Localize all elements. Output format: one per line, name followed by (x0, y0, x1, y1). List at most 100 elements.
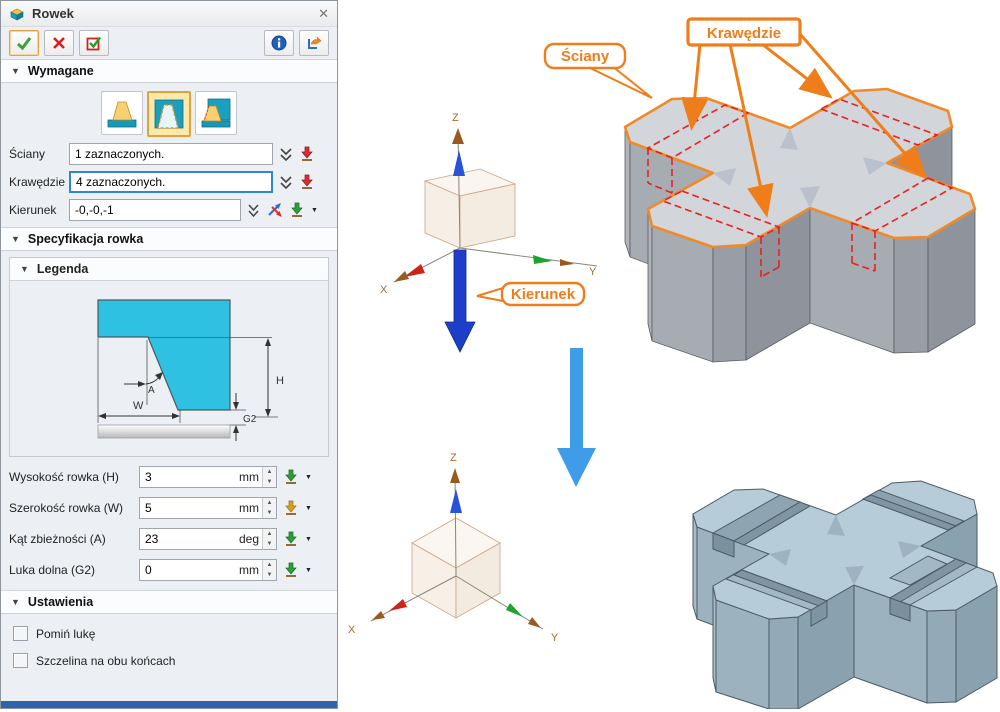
source-solid[interactable] (623, 87, 977, 363)
height-stepper[interactable]: ▲▼ (262, 467, 276, 487)
transition-arrow (557, 348, 596, 487)
reverse-direction-icon[interactable] (266, 202, 283, 218)
legend-diagram: H G2 W A (97, 299, 284, 441)
ok-button[interactable] (9, 30, 39, 56)
kierunek-callout-label: Kierunek (511, 286, 576, 303)
height-inputbox: mm ▲▼ (139, 466, 277, 488)
gap-input[interactable] (140, 560, 239, 580)
lower-triad: Z X Y (348, 452, 559, 644)
collapse-icon: ▼ (11, 66, 20, 76)
caret-down-icon[interactable]: ▼ (305, 566, 312, 574)
direction-input[interactable] (69, 199, 241, 221)
gap-row: Luka dolna (G2) mm ▲▼ ▼ (9, 559, 329, 581)
chevrons-down-icon[interactable] (247, 203, 260, 218)
lower-y-label: Y (551, 632, 559, 644)
caret-down-icon[interactable]: ▼ (305, 473, 312, 481)
selected-top-face[interactable] (623, 87, 977, 249)
direction-arrow (444, 249, 476, 353)
groove-type-2-button[interactable] (147, 91, 191, 137)
collapse-icon: ▼ (20, 264, 29, 274)
dialog-toolbar (1, 27, 337, 59)
skip-gap-label: Pomiń lukę (36, 626, 96, 641)
check-icon (17, 37, 32, 51)
x-axis-arrow (404, 264, 425, 277)
insert-green-icon[interactable] (289, 202, 305, 218)
insert-green-icon[interactable] (283, 469, 299, 485)
groove-type-1-button[interactable] (101, 91, 143, 135)
lower-x-label: X (348, 624, 356, 636)
angle-label: Kąt zbieżności (A) (9, 532, 106, 546)
dialog-title: Rowek (32, 6, 74, 21)
legend-title: Legenda (36, 262, 89, 276)
info-button[interactable] (264, 30, 294, 56)
insert-green-icon[interactable] (283, 531, 299, 547)
edges-input[interactable] (69, 171, 273, 193)
both-ends-label: Szczelina na obu końcach (36, 653, 176, 668)
result-solid[interactable] (692, 480, 998, 710)
viewport-canvas[interactable]: Z X Y (338, 0, 1000, 710)
panel-resize-bar[interactable] (1, 701, 337, 708)
collapse-icon: ▼ (11, 597, 20, 607)
groove-type-3-icon (201, 98, 231, 128)
dialog-titlebar[interactable]: Rowek ✕ (1, 1, 337, 27)
groove-profile-shape (97, 299, 231, 411)
annotations: Krawędzie Ściany Kierunek (476, 17, 927, 307)
width-input[interactable] (140, 498, 239, 518)
angle-row: Kąt zbieżności (A) deg ▲▼ ▼ (9, 528, 329, 550)
legend-h-label: H (276, 375, 284, 387)
dialog-icon (10, 8, 24, 20)
insert-required-icon[interactable] (299, 146, 315, 162)
flip-page-button[interactable] (299, 30, 329, 56)
insert-required-icon[interactable] (299, 174, 315, 190)
angle-input[interactable] (140, 529, 239, 549)
faces-label: Ściany (9, 147, 46, 161)
insert-green-icon[interactable] (283, 562, 299, 578)
width-stepper[interactable]: ▲▼ (262, 498, 276, 518)
groove-cuts (711, 489, 979, 627)
both-ends-checkbox[interactable] (13, 653, 28, 668)
section-settings[interactable]: ▼ Ustawienia (1, 590, 337, 614)
width-unit: mm (239, 501, 259, 515)
kierunek-callout (500, 281, 586, 307)
section-spec[interactable]: ▼ Specyfikacja rowka (1, 227, 337, 251)
caret-down-icon[interactable]: ▼ (305, 535, 312, 543)
groove-type-1-icon (107, 101, 137, 128)
check-square-icon (86, 36, 101, 51)
faces-row: Ściany (9, 143, 329, 165)
caret-down-icon[interactable]: ▼ (311, 206, 318, 214)
chevrons-down-icon[interactable] (279, 147, 293, 162)
info-icon (271, 35, 287, 51)
section-required-label: Wymagane (27, 64, 94, 78)
close-icon[interactable]: ✕ (318, 5, 329, 21)
y-axis-arrow (533, 255, 552, 264)
groove-type-3-button[interactable] (195, 91, 237, 135)
caret-down-icon[interactable]: ▼ (305, 504, 312, 512)
section-required[interactable]: ▼ Wymagane (1, 59, 337, 83)
cancel-button[interactable] (44, 30, 74, 56)
edges-label: Krawędzie (9, 175, 66, 189)
legend-header[interactable]: ▼ Legenda (10, 258, 328, 281)
chevrons-down-icon[interactable] (279, 175, 293, 190)
rowek-dialog: Rowek ✕ (0, 0, 338, 709)
gap-inputbox: mm ▲▼ (139, 559, 277, 581)
upper-x-label: X (380, 284, 388, 296)
gap-unit: mm (239, 563, 259, 577)
krawedzie-callout-label: Krawędzie (707, 25, 781, 42)
gap-label: Luka dolna (G2) (9, 563, 96, 577)
width-inputbox: mm ▲▼ (139, 497, 277, 519)
angle-unit: deg (238, 532, 259, 546)
viewport: Z X Y (338, 0, 1000, 710)
faces-input[interactable] (69, 143, 273, 165)
skip-gap-checkbox[interactable] (13, 626, 28, 641)
angle-stepper[interactable]: ▲▼ (262, 529, 276, 549)
height-label: Wysokość rowka (H) (9, 470, 119, 484)
height-input[interactable] (140, 467, 239, 487)
insert-yellow-icon[interactable] (283, 500, 299, 516)
apply-button[interactable] (79, 30, 109, 56)
gap-stepper[interactable]: ▲▼ (262, 560, 276, 580)
legend-w-label: W (133, 400, 144, 412)
direction-label: Kierunek (9, 203, 57, 217)
krawedzie-callout (686, 17, 802, 47)
collapse-icon: ▼ (11, 234, 20, 244)
height-unit: mm (239, 470, 259, 484)
